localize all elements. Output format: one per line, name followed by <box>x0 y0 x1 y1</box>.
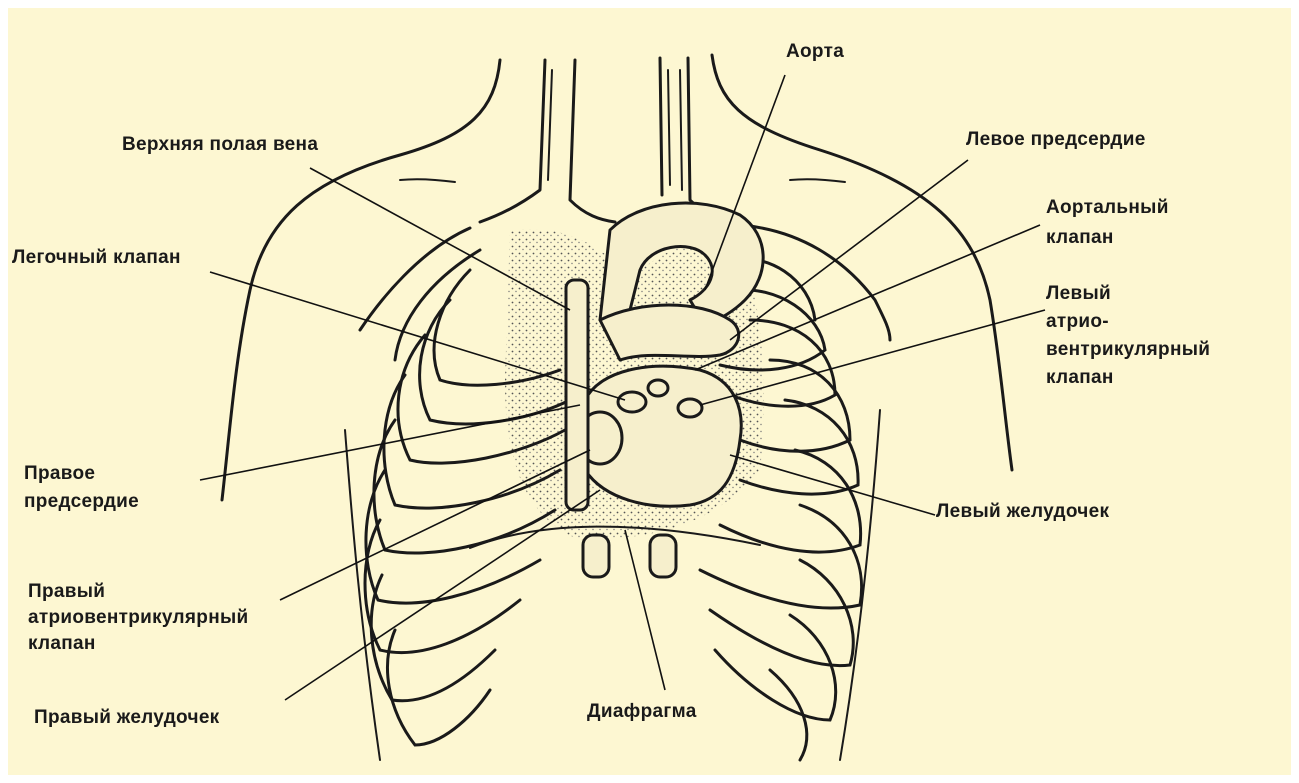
leader-tricuspid <box>280 450 590 600</box>
ivc-stub-left <box>583 535 609 577</box>
label-mitral-line3: вентрикулярный <box>1046 338 1210 362</box>
label-aorta: Аорта <box>786 40 844 64</box>
neck-vessels <box>480 58 740 225</box>
ivc-stub-right <box>650 535 676 577</box>
label-right-atrium-line2: предсердие <box>24 490 139 514</box>
leader-left-ventricle <box>730 455 935 515</box>
aortic-valve-oval <box>648 380 668 396</box>
label-right-ventricle: Правый желудочек <box>34 706 220 730</box>
label-superior-vena-cava: Верхняя полая вена <box>122 133 318 157</box>
label-tricuspid-line2: атриовентрикулярный <box>28 606 249 630</box>
pulmonary-trunk <box>600 305 739 360</box>
pulmonary-valve-oval <box>618 392 646 412</box>
label-right-atrium-line1: Правое <box>24 462 95 486</box>
label-tricuspid-line3: клапан <box>28 632 96 656</box>
label-mitral-line1: Левый <box>1046 282 1111 306</box>
leader-left-atrium <box>730 160 968 340</box>
label-aortic-valve-line2: клапан <box>1046 226 1114 250</box>
superior-vena-cava <box>566 280 588 510</box>
label-pulmonary-valve: Легочный клапан <box>12 246 181 270</box>
label-aortic-valve-line1: Аортальный <box>1046 196 1169 220</box>
label-left-atrium: Левое предсердие <box>966 128 1146 152</box>
label-tricuspid-line1: Правый <box>28 580 105 604</box>
label-diaphragm: Диафрагма <box>587 700 697 724</box>
mitral-valve-oval <box>678 399 702 417</box>
label-mitral-line2: атрио- <box>1046 310 1109 334</box>
label-left-ventricle: Левый желудочек <box>936 500 1109 524</box>
label-mitral-line4: клапан <box>1046 366 1114 390</box>
